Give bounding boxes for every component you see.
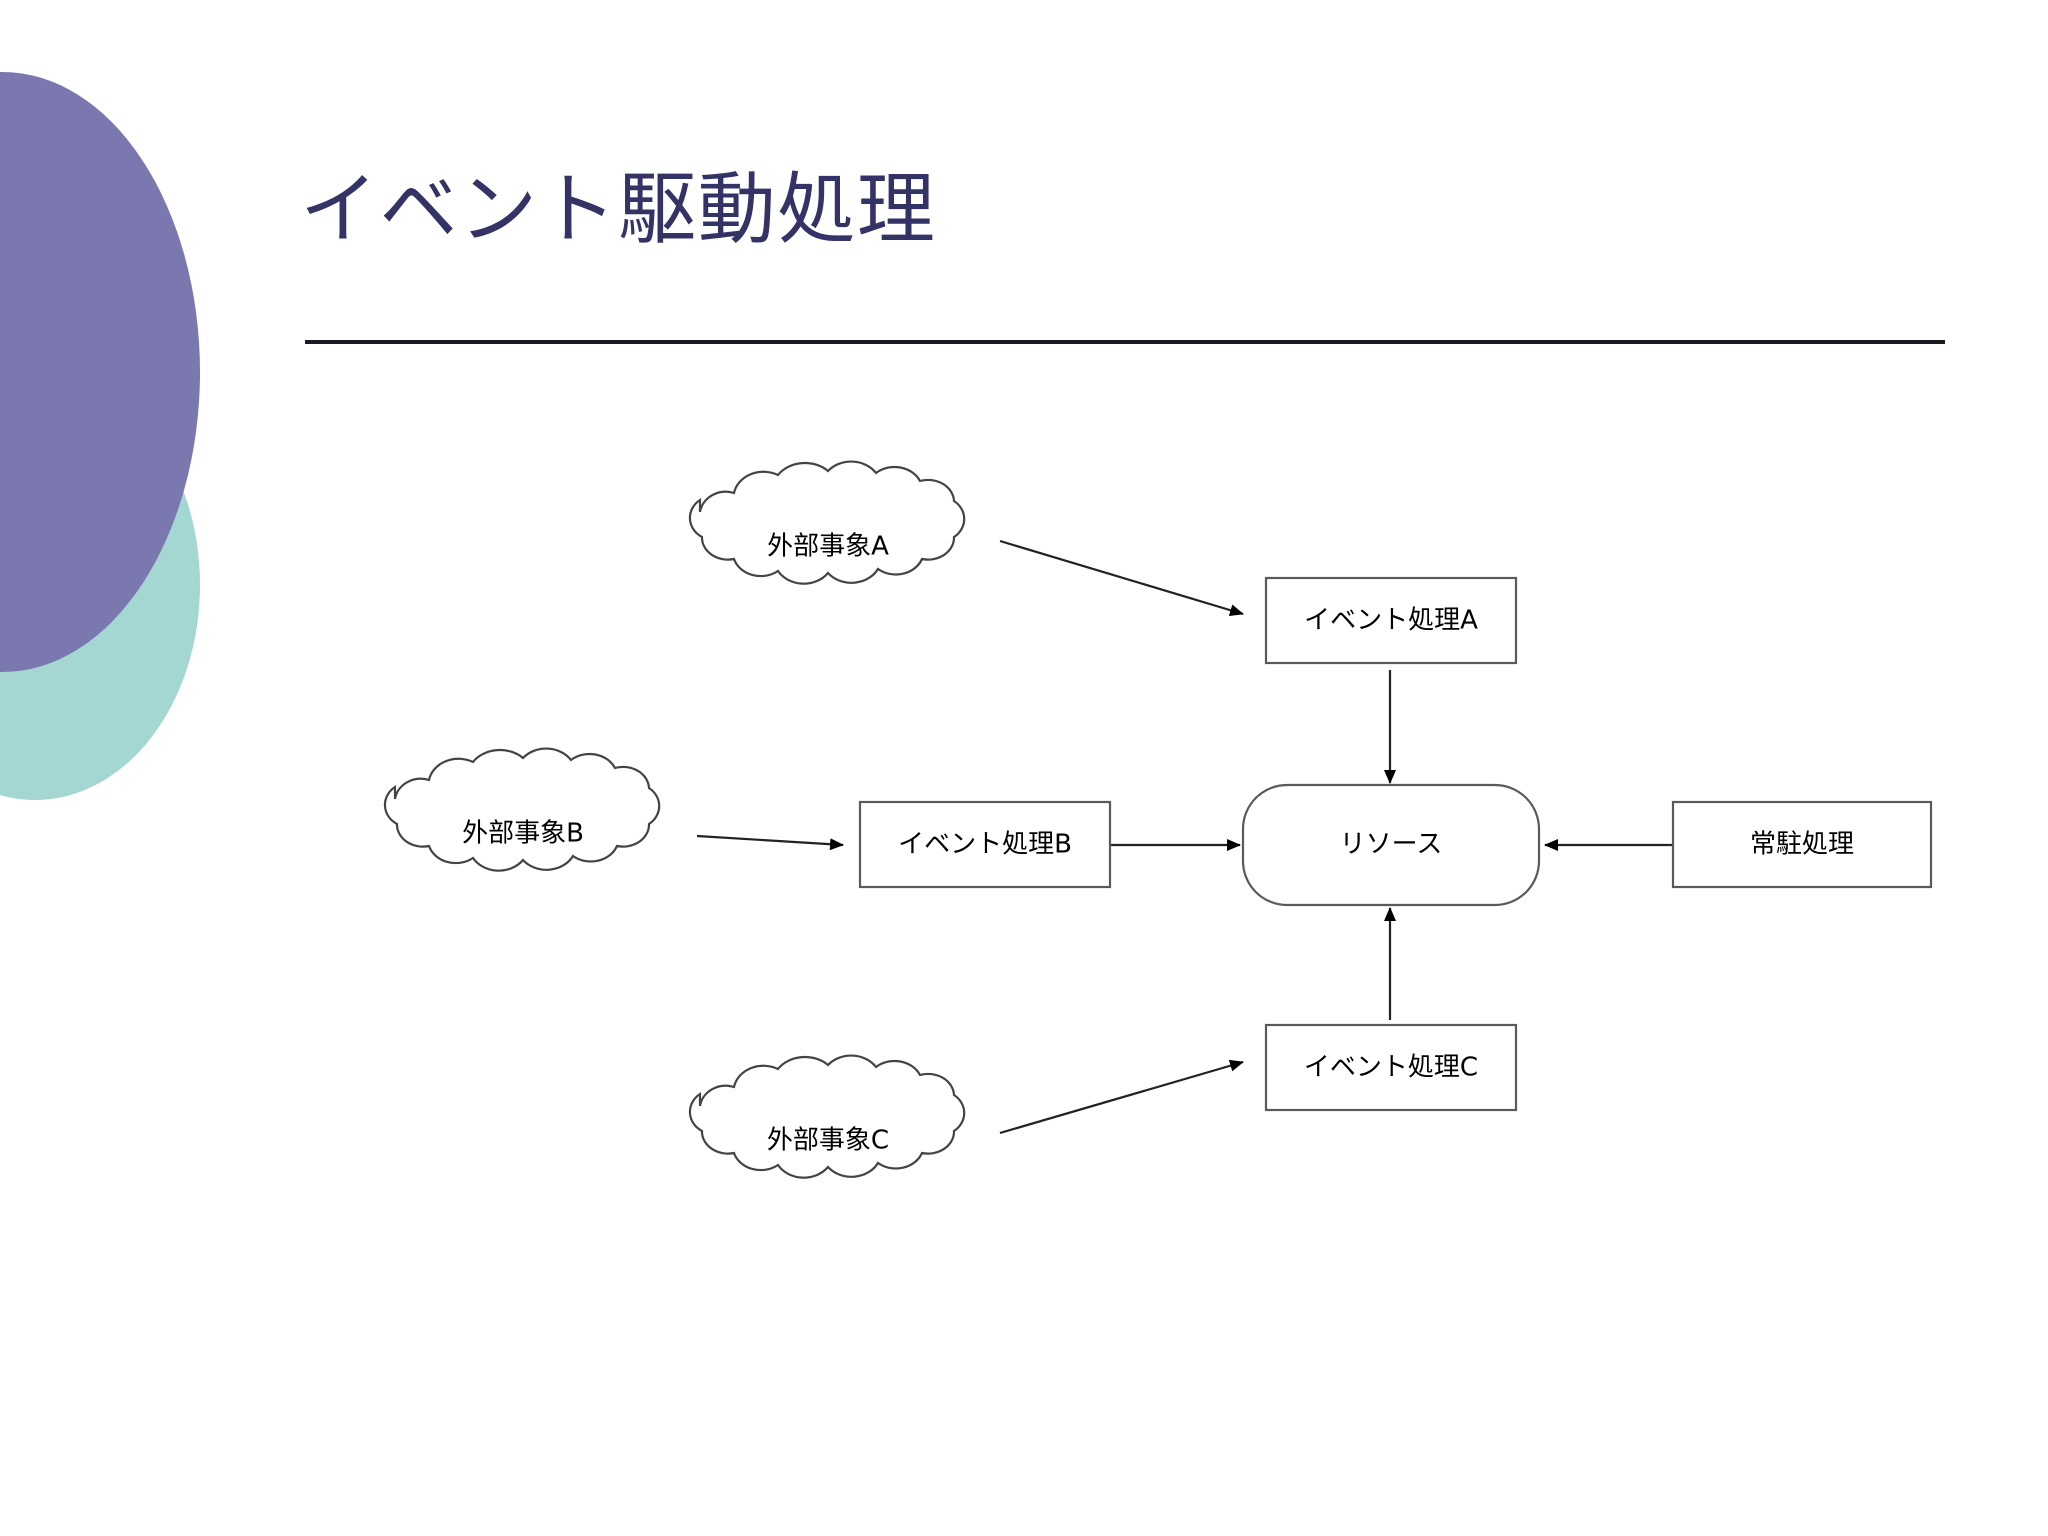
node-resource[interactable]: リソース — [1241, 783, 1541, 907]
title-block: イベント駆動処理 — [300, 165, 1950, 255]
node-box-event-handler-c[interactable]: イベント処理C — [1264, 1023, 1518, 1112]
node-cloud-external-event-b[interactable]: 外部事象B — [383, 747, 661, 872]
page-title: イベント駆動処理 — [300, 165, 937, 255]
node-label: イベント処理B — [898, 830, 1072, 860]
node-cloud-external-event-c[interactable]: 外部事象C — [688, 1054, 966, 1179]
node-box-event-handler-a[interactable]: イベント処理A — [1264, 576, 1518, 665]
node-cloud-external-event-a[interactable]: 外部事象A — [688, 460, 966, 585]
node-label: イベント処理C — [1304, 1053, 1478, 1083]
edge-cloud-c-to-box-c — [999, 1059, 1244, 1135]
node-label: リソース — [1340, 830, 1443, 860]
node-label: 常駐処理 — [1750, 830, 1854, 860]
edge-cloud-a-to-box-a — [999, 539, 1244, 617]
node-box-event-handler-b[interactable]: イベント処理B — [858, 800, 1112, 889]
node-label: 外部事象A — [767, 532, 889, 562]
title-divider — [305, 340, 1945, 344]
node-box-resident-process[interactable]: 常駐処理 — [1671, 800, 1933, 889]
node-label: 外部事象B — [462, 819, 584, 849]
node-label: イベント処理A — [1304, 606, 1478, 636]
edge-cloud-b-to-box-b — [696, 834, 844, 851]
node-label: 外部事象C — [767, 1126, 889, 1156]
